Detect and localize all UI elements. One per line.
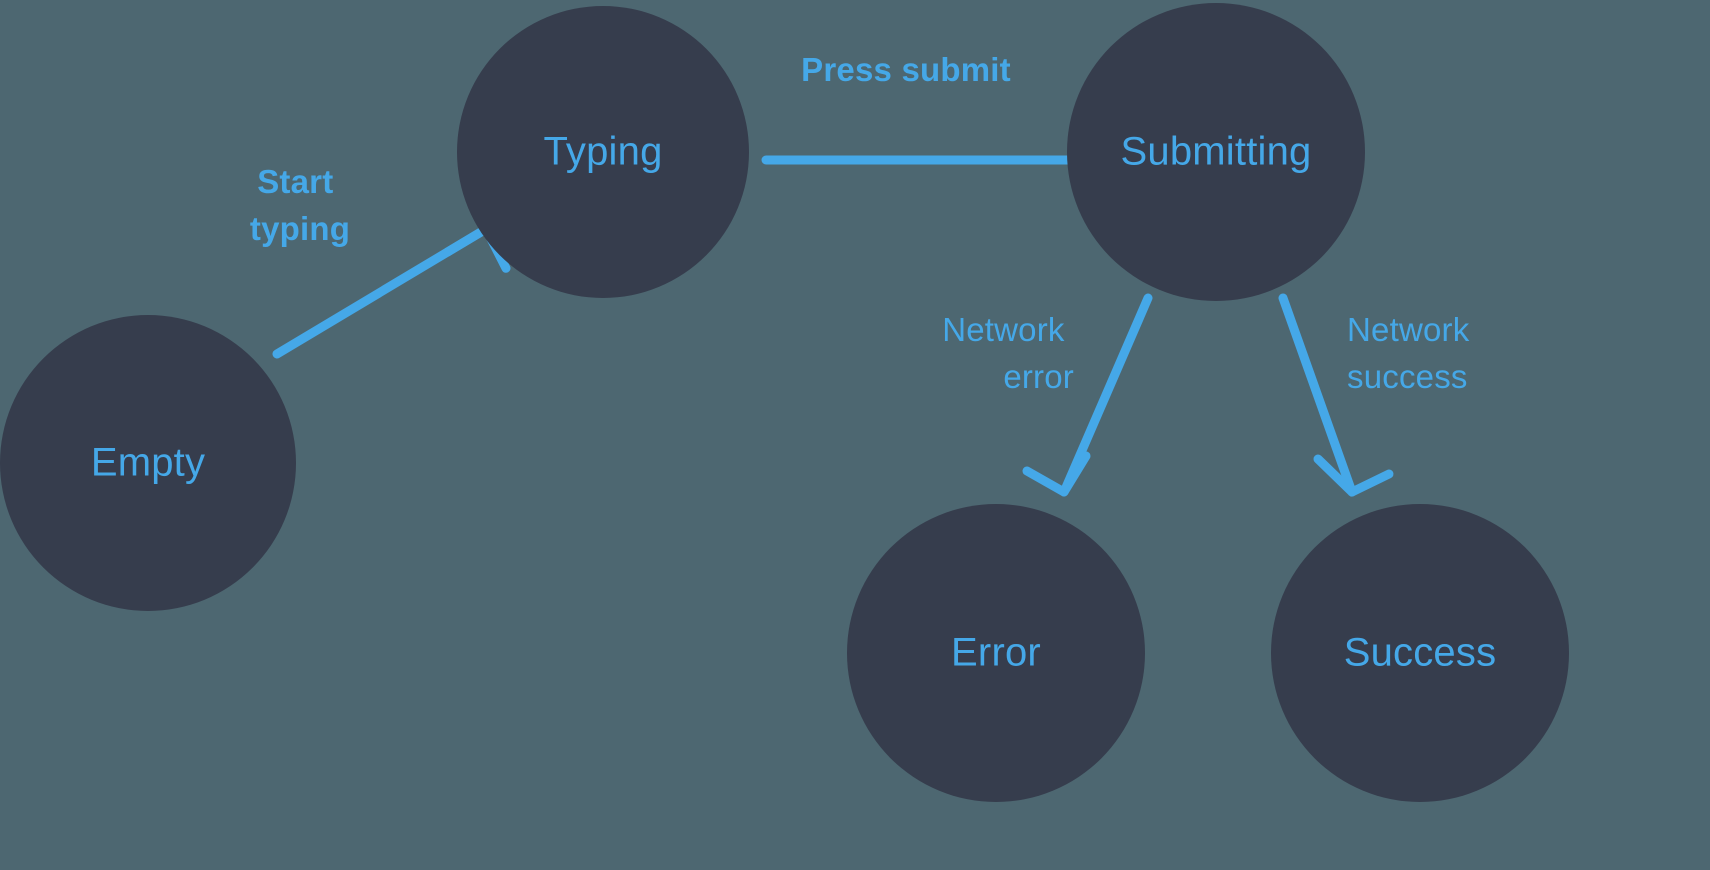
network-success-arrowhead: [1313, 454, 1394, 497]
network-success-label-line-2: success: [1347, 358, 1468, 395]
start-typing-label: Start typing: [250, 163, 350, 247]
start-typing-label-line-1: Start: [257, 163, 333, 200]
transition-labels: Start typing Press submit Network error …: [250, 51, 1479, 395]
transition-network-error[interactable]: [1022, 293, 1153, 497]
network-error-edge-line: [1059, 293, 1153, 497]
transition-network-success[interactable]: [1278, 293, 1394, 497]
typing-circle: [457, 6, 749, 298]
press-submit-label: Press submit: [801, 51, 1011, 88]
transition-start-typing[interactable]: [272, 224, 511, 359]
network-error-label: Network error: [942, 311, 1074, 395]
submitting-label: Submitting: [1121, 130, 1312, 174]
typing-label: Typing: [543, 130, 662, 174]
success-circle: [1271, 504, 1569, 802]
network-success-label-line-1: Network: [1347, 311, 1470, 348]
error-circle: [847, 504, 1145, 802]
empty-circle: [0, 315, 296, 611]
state-node-success[interactable]: Success: [1271, 504, 1569, 802]
state-node-submitting[interactable]: Submitting: [1067, 3, 1365, 301]
press-submit-label-line-1: Press submit: [801, 51, 1011, 88]
empty-label: Empty: [91, 441, 205, 485]
transition-edges: [272, 123, 1394, 497]
network-success-label: Network success: [1347, 311, 1479, 395]
success-label: Success: [1344, 631, 1497, 675]
network-error-label-line-1: Network: [942, 311, 1065, 348]
start-typing-label-line-2: typing: [250, 210, 350, 247]
submitting-circle: [1067, 3, 1365, 301]
state-node-typing[interactable]: Typing: [457, 6, 749, 298]
network-error-label-line-2: error: [1003, 358, 1074, 395]
state-nodes: Empty Typing Submitting Error Success: [0, 3, 1569, 802]
state-node-empty[interactable]: Empty: [0, 315, 296, 611]
network-error-arrowhead: [1022, 451, 1091, 497]
network-success-edge-line: [1278, 293, 1357, 497]
state-node-error[interactable]: Error: [847, 504, 1145, 802]
error-label: Error: [951, 631, 1041, 675]
